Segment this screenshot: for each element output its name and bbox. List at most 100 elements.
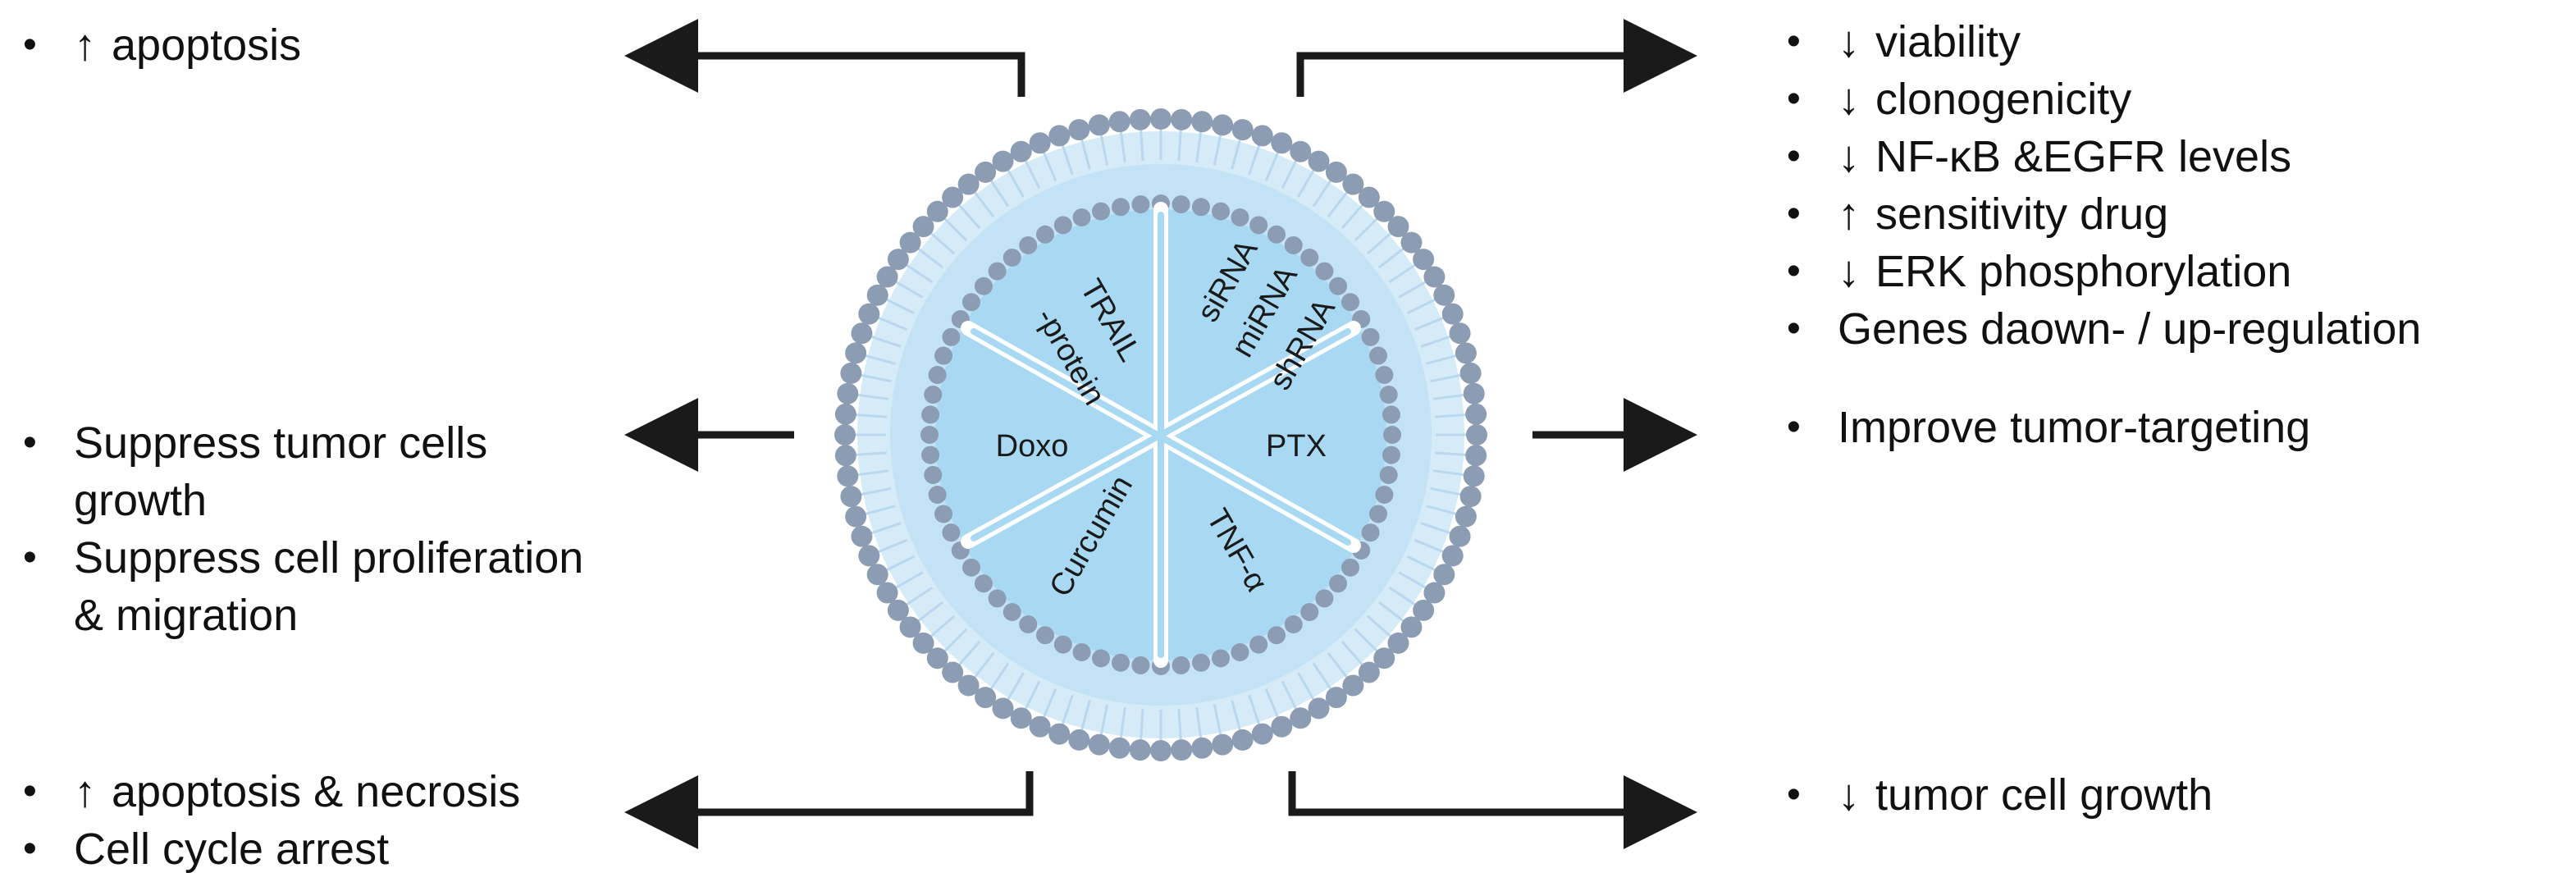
effect-item: ↓viability xyxy=(1780,13,2421,71)
lipid-tail xyxy=(1264,688,1279,718)
lipid-head xyxy=(912,632,934,654)
lipid-head-inner xyxy=(1231,642,1249,661)
effect-symbol: ↑ xyxy=(1838,190,1860,239)
outer-lipid-tails xyxy=(856,130,1466,740)
lipid-tail xyxy=(878,317,908,331)
lipid-tail xyxy=(1406,555,1436,571)
lipid-head-inner xyxy=(1036,626,1054,645)
lipid-head-inner xyxy=(1267,225,1286,244)
top-left-effects: ↑apoptosis xyxy=(16,16,301,74)
lipid-head-inner xyxy=(1112,653,1130,672)
lipid-head-inner xyxy=(1300,248,1319,267)
drug-label-ptx: PTX xyxy=(1266,429,1327,464)
effect-symbol: ↑ xyxy=(74,21,96,70)
lipid-tail xyxy=(896,281,924,299)
lipid-tail xyxy=(1366,232,1391,255)
lipid-head-inner xyxy=(1003,248,1021,267)
lipid-head-inner xyxy=(1092,202,1111,221)
lipid-tail xyxy=(1430,373,1461,383)
lipid-tail xyxy=(1297,672,1315,700)
lipid-tail xyxy=(1377,248,1404,269)
lipid-head xyxy=(1231,729,1254,751)
lipid-head xyxy=(1400,231,1423,254)
lipid-tail xyxy=(990,180,1010,208)
lipid-head xyxy=(992,150,1014,172)
lipid-head xyxy=(1413,599,1435,621)
liposome: TRAIL -protein siRNA miRNA shRNA Doxo PT… xyxy=(834,108,1487,761)
lipid-head-inner xyxy=(1329,276,1348,295)
lipid-head xyxy=(1433,284,1455,306)
lipid-head xyxy=(851,525,873,547)
effect-item: Cell cycle arrest xyxy=(16,820,520,878)
lipid-head xyxy=(1150,108,1172,130)
lipid-tail xyxy=(1213,135,1222,166)
lipid-head-inner xyxy=(1379,386,1398,404)
lipid-tail xyxy=(1432,469,1464,477)
lipid-head-inner xyxy=(1172,656,1190,674)
lipid-tail xyxy=(1435,414,1466,418)
lipid-tail xyxy=(1388,586,1416,605)
lipid-head xyxy=(1191,111,1213,133)
effect-text: Genes daown- / up-regulation xyxy=(1838,304,2422,354)
lipid-head xyxy=(851,322,873,345)
lipid-head xyxy=(1212,114,1234,136)
lipid-head-inner xyxy=(1341,558,1360,577)
lipid-tail xyxy=(1007,170,1025,198)
arrow-top-left xyxy=(624,19,1025,97)
lipid-tail xyxy=(866,505,896,515)
lipid-head xyxy=(1290,707,1312,729)
lipid-head-inner xyxy=(1211,649,1230,668)
lipid-tail xyxy=(1281,680,1297,710)
lipid-head xyxy=(1459,486,1482,508)
lipid-tail xyxy=(1248,694,1260,724)
lipid-head xyxy=(858,545,880,567)
lipid-head xyxy=(1129,108,1151,130)
effect-item: ↓NF-κB &EGFR levels xyxy=(1780,128,2421,185)
lipid-head xyxy=(942,186,964,208)
lipid-head xyxy=(1423,266,1446,288)
lipid-tail xyxy=(917,248,944,269)
lipid-head xyxy=(1373,647,1395,669)
lipid-tail xyxy=(958,204,981,230)
lipid-head xyxy=(1455,505,1477,528)
lipid-tail xyxy=(1341,204,1363,230)
lipid-head-inner xyxy=(1368,505,1387,523)
lipid-tail xyxy=(1366,615,1391,637)
lipid-head xyxy=(834,445,856,467)
lipid-head xyxy=(845,505,867,528)
effect-item: Improve tumor-targeting xyxy=(1780,399,2310,456)
lipid-head xyxy=(1290,140,1312,162)
lipid-tail xyxy=(871,336,902,348)
lipid-head-inner xyxy=(1019,615,1038,634)
lipid-head-inner xyxy=(934,346,953,365)
lipid-head xyxy=(1433,564,1455,586)
lipid-tail xyxy=(1025,680,1041,710)
lipid-head-inner xyxy=(1053,635,1072,654)
lipid-head xyxy=(1212,733,1234,756)
lipid-tail xyxy=(856,414,887,418)
lipid-tail xyxy=(1248,145,1260,176)
lipid-tail xyxy=(1312,662,1331,690)
mid-right-effects: Improve tumor-targeting xyxy=(1780,399,2310,456)
lipid-tail xyxy=(974,191,995,218)
lipid-head-inner xyxy=(974,574,993,593)
lipid-tail xyxy=(886,299,916,315)
lipid-head xyxy=(1449,322,1471,345)
lipid-head xyxy=(1465,445,1487,467)
lipid-tail xyxy=(856,451,887,456)
effect-item: ↑apoptosis xyxy=(16,16,301,74)
effect-item: Genes daown- / up-regulation xyxy=(1780,300,2421,358)
lipid-head xyxy=(876,582,898,604)
lipid-tail xyxy=(857,469,889,477)
lipid-head xyxy=(1373,200,1395,222)
lipid-tail xyxy=(1327,651,1348,679)
arrows xyxy=(624,19,1697,849)
lipid-head-inner xyxy=(928,485,947,504)
lipid-head xyxy=(1029,715,1051,738)
lipid-head xyxy=(1449,525,1471,547)
lipid-tail xyxy=(1043,688,1057,718)
lipid-head xyxy=(1171,108,1193,130)
lipid-head xyxy=(834,403,856,425)
